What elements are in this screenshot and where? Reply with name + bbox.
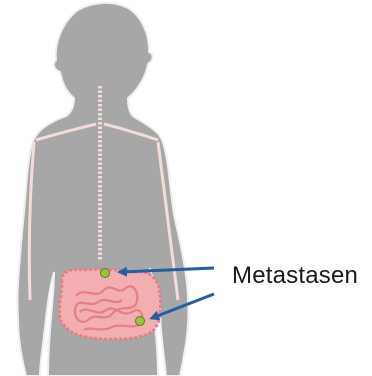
intestines [59,269,160,339]
metastases-label: Metastasen [232,262,358,290]
metastasis-spot-upper [101,269,110,278]
metastasis-spot-lower [136,317,145,326]
